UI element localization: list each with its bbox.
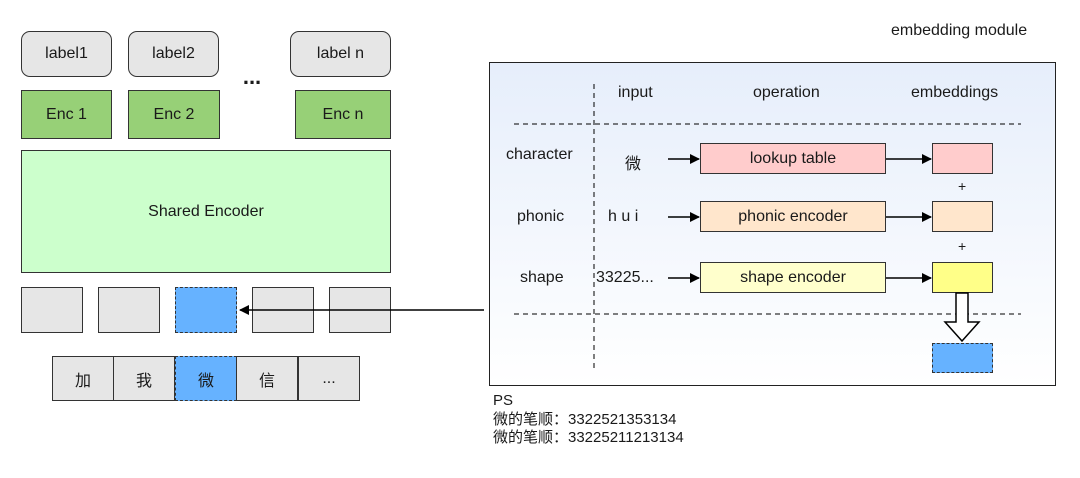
ps-line-1: 微的笔顺：3322521353134 xyxy=(493,411,677,428)
embedding-character-square xyxy=(932,143,993,174)
embedding-phonic-square xyxy=(932,201,993,232)
label-n-box: label n xyxy=(290,31,391,77)
embedding-cell-4 xyxy=(252,287,314,333)
operation-phonic-encoder: phonic encoder xyxy=(700,201,886,232)
label-1-text: label1 xyxy=(45,45,88,62)
row-input-shape: 33225... xyxy=(596,269,654,286)
encoder-2-box: Enc 2 xyxy=(128,90,220,139)
shared-encoder-box: Shared Encoder xyxy=(21,150,391,273)
row-label-shape: shape xyxy=(520,269,564,286)
token-4-text: 信 xyxy=(258,372,275,390)
label-1-box: label1 xyxy=(21,31,112,77)
encoder-1-box: Enc 1 xyxy=(21,90,112,139)
row-label-phonic: phonic xyxy=(517,208,565,225)
token-2: 我 xyxy=(113,356,175,401)
encoder-n-text: Enc n xyxy=(322,105,364,123)
header-embeddings: embeddings xyxy=(911,84,999,101)
header-operation: operation xyxy=(753,84,820,101)
embedding-cell-highlighted xyxy=(175,287,237,333)
token-5-text: ... xyxy=(322,369,336,387)
embedding-shape-square xyxy=(932,262,993,293)
token-5: ... xyxy=(298,356,360,401)
plus-sign-1: + xyxy=(958,178,967,194)
ps-line-2: 微的笔顺：33225211213134 xyxy=(493,429,684,446)
embedding-cell-5 xyxy=(329,287,391,333)
label-2-box: label2 xyxy=(128,31,219,77)
token-4: 信 xyxy=(236,356,298,401)
encoder-2-text: Enc 2 xyxy=(153,105,195,123)
token-3-highlighted: 微 xyxy=(175,356,237,401)
label-2-text: label2 xyxy=(152,45,195,62)
token-3-text: 微 xyxy=(197,372,214,390)
row-label-character: character xyxy=(506,146,573,163)
encoder-n-box: Enc n xyxy=(295,90,391,139)
token-2-text: 我 xyxy=(135,372,152,390)
operation-lookup-text: lookup table xyxy=(749,149,837,167)
operation-shape-text: shape encoder xyxy=(740,268,846,286)
operation-phonic-text: phonic encoder xyxy=(738,207,848,225)
encoder-1-text: Enc 1 xyxy=(46,105,87,123)
labels-ellipsis: ... xyxy=(242,64,262,89)
row-input-phonic: h u i xyxy=(608,208,639,225)
token-1: 加 xyxy=(52,356,114,401)
header-input: input xyxy=(618,84,653,101)
shared-encoder-text: Shared Encoder xyxy=(148,202,264,220)
plus-sign-2: + xyxy=(958,238,967,254)
operation-shape-encoder: shape encoder xyxy=(700,262,886,293)
label-n-text: label n xyxy=(316,45,365,62)
embedding-cell-1 xyxy=(21,287,83,333)
row-input-character: 微 xyxy=(625,156,642,173)
embedding-output-square xyxy=(932,343,993,373)
module-title: embedding module xyxy=(891,22,1028,39)
ps-title: PS xyxy=(493,392,514,409)
operation-lookup-table: lookup table xyxy=(700,143,886,174)
token-1-text: 加 xyxy=(74,372,91,390)
embedding-cell-2 xyxy=(98,287,160,333)
